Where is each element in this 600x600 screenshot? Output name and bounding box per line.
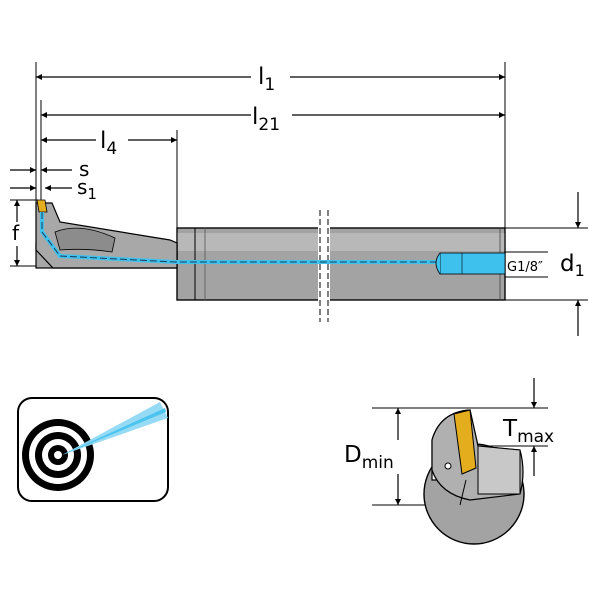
bore-insert bbox=[453, 409, 477, 475]
label-thread: G1/8″ bbox=[507, 260, 543, 275]
insert-screw bbox=[444, 462, 452, 470]
label-f: f bbox=[12, 221, 20, 245]
label-l1: l1 bbox=[258, 64, 275, 95]
coolant-jet bbox=[62, 402, 168, 455]
coolant-inlet bbox=[439, 252, 506, 275]
label-s: s bbox=[79, 157, 89, 181]
label-dmin: Dmin bbox=[344, 442, 394, 473]
chip-flute bbox=[54, 227, 116, 253]
label-tmax: Tmax bbox=[502, 416, 554, 447]
insert bbox=[36, 199, 48, 213]
shank-highlight bbox=[177, 233, 505, 251]
coolant-target-icon bbox=[17, 397, 169, 502]
dimension-labels: l1 l21 l4 s s1 f G1/8″ d1 bbox=[12, 64, 585, 280]
bore-section-detail bbox=[372, 378, 548, 545]
label-l21: l21 bbox=[252, 104, 280, 135]
label-s1: s1 bbox=[77, 175, 97, 203]
dimension-lines bbox=[10, 62, 588, 336]
bore-labels: Dmin Tmax bbox=[344, 416, 554, 473]
boring-bar bbox=[35, 199, 506, 322]
coolant-channel-centerline bbox=[41, 212, 505, 263]
label-l4: l4 bbox=[100, 128, 117, 159]
label-d1: d1 bbox=[560, 251, 585, 280]
